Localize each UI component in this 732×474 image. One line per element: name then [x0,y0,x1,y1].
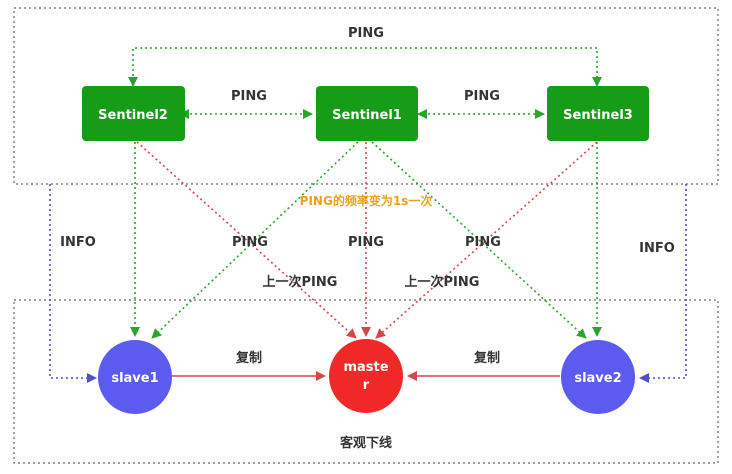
sentinel3-label: Sentinel3 [563,108,633,123]
sentinel1-label: Sentinel1 [332,108,402,123]
master-label-line2: r [363,378,370,393]
ping-top-label: PING [348,26,384,41]
frequency-note: PING的频率变为1s一次 [300,193,433,208]
ping-loop-line [128,47,602,87]
slave1-label: slave1 [111,371,158,386]
copy-right-label: 复制 [473,350,500,366]
info-right-label: INFO [639,241,675,256]
copy-left-label: 复制 [235,350,262,366]
slave2-label: slave2 [574,371,621,386]
ping-line-s1-slave2 [371,141,587,339]
ping-right-label: PING [464,89,500,104]
data-node-group-frame [13,299,719,464]
ping-line-s2-master [136,141,357,339]
master-label-line1: maste [343,360,388,375]
info-line-right [639,184,687,383]
ping-diag-right-label: PING [465,235,501,250]
last-ping-right-label: 上一次PING [405,274,480,290]
ping-diag-center-label: PING [348,235,384,250]
last-ping-left-label: 上一次PING [263,274,338,290]
info-left-label: INFO [60,235,96,250]
info-line-left [49,184,97,383]
ping-left-label: PING [231,89,267,104]
objective-down-label: 客观下线 [340,435,392,451]
ping-line-s3-master [375,141,598,339]
sentinel2-label: Sentinel2 [98,108,168,123]
master-node[interactable]: maste r [329,339,403,413]
slave1-node[interactable]: slave1 [98,340,172,414]
sentinel2-node[interactable]: Sentinel2 [82,86,185,141]
slave2-node[interactable]: slave2 [561,340,635,414]
ping-diag-left-label: PING [232,235,268,250]
sentinel1-node[interactable]: Sentinel1 [316,86,418,141]
sentinel3-node[interactable]: Sentinel3 [547,86,649,141]
ping-line-s1-slave1 [151,141,359,339]
